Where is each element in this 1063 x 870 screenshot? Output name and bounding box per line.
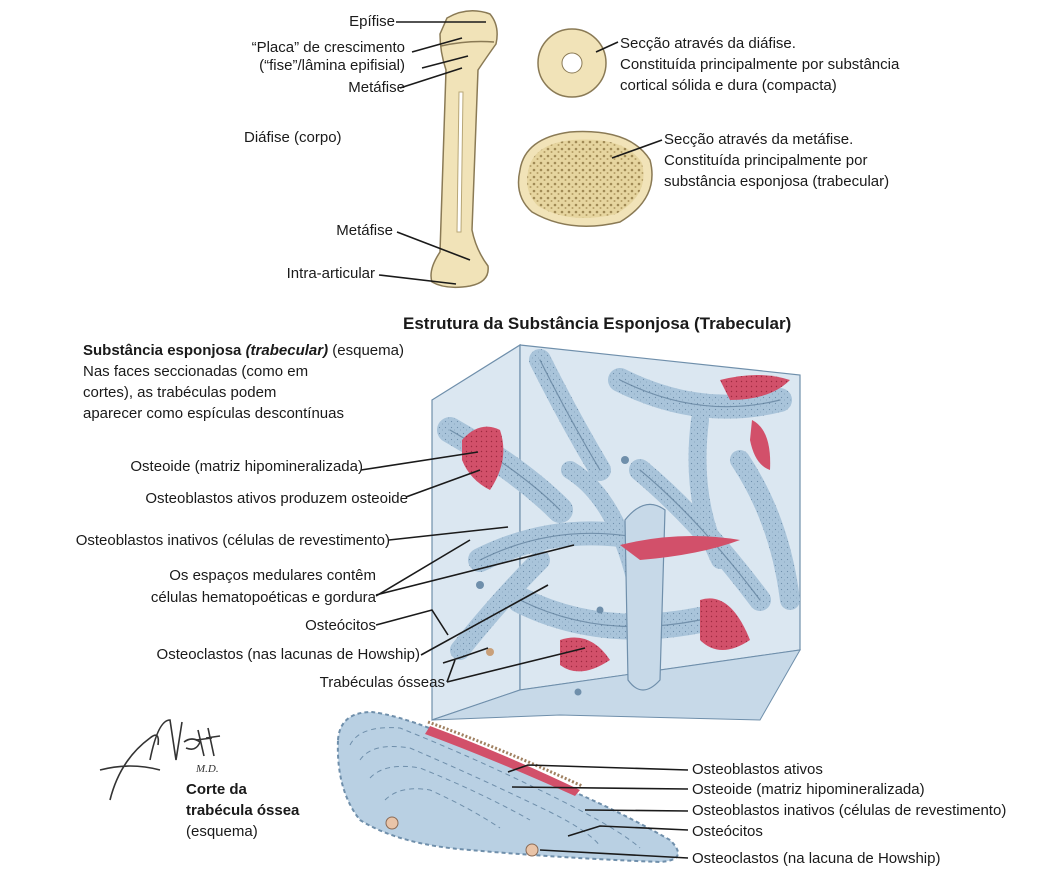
spongy-bone-block (432, 345, 800, 720)
label-sec-inactive-osteoblasts: Osteoblastos inativos (células de revest… (692, 801, 1006, 820)
label-marrow-2: células hematopoéticas e gordura (151, 588, 376, 607)
long-bone (431, 11, 497, 288)
label-diaphysis-section-3: cortical sólida e dura (compacta) (620, 76, 837, 95)
label-sec-osteoclasts: Osteoclastos (na lacuna de Howship) (692, 849, 940, 868)
label-metaphysis-section-2: Constituída principalmente por (664, 151, 867, 170)
label-growth-plate-line2: (“fise”/lâmina epifisial) (259, 56, 405, 75)
label-metaphysis-top: Metáfise (348, 78, 405, 97)
label-osteoclasts: Osteoclastos (nas lacunas de Howship) (157, 645, 420, 664)
scheme-desc-3: aparecer como espículas descontínuas (83, 404, 344, 423)
label-diaphysis-section-2: Constituída principalmente por substânci… (620, 55, 899, 74)
diaphysis-section (538, 29, 606, 97)
label-osteoid: Osteoide (matriz hipomineralizada) (130, 457, 363, 476)
label-growth-plate-line1: “Placa” de crescimento (252, 38, 405, 57)
label-osteocytes: Osteócitos (305, 616, 376, 635)
label-active-osteoblasts: Osteoblastos ativos produzem osteoide (145, 489, 408, 508)
spongy-structure-title: Estrutura da Substância Esponjosa (Trabe… (403, 314, 791, 334)
label-sec-active-osteoblasts: Osteoblastos ativos (692, 760, 823, 779)
label-epiphysis: Epífise (349, 12, 395, 31)
label-intra-articular: Intra-articular (287, 264, 375, 283)
label-metaphysis-section-3: substância esponjosa (trabecular) (664, 172, 889, 191)
scheme-title: Substância esponjosa (trabecular) (esque… (83, 341, 404, 360)
label-inactive-osteoblasts: Osteoblastos inativos (células de revest… (76, 531, 390, 550)
trabecula-title-2: trabécula óssea (186, 801, 299, 820)
label-sec-osteoid: Osteoide (matriz hipomineralizada) (692, 780, 925, 799)
label-metaphysis-bottom: Metáfise (336, 221, 393, 240)
label-metaphysis-section-1: Secção através da metáfise. (664, 130, 853, 149)
metaphysis-section (519, 132, 653, 227)
trabecula-title-1: Corte da (186, 780, 247, 799)
scheme-title-bold: Substância esponjosa (83, 342, 241, 359)
scheme-title-rest: (esquema) (332, 342, 404, 359)
bone-shaft (431, 11, 497, 288)
label-diaphysis: Diáfise (corpo) (244, 128, 342, 147)
label-sec-osteocytes: Osteócitos (692, 822, 763, 841)
trabecula-title-3: (esquema) (186, 822, 258, 841)
scheme-desc-2: cortes), as trabéculas podem (83, 383, 276, 402)
label-marrow-1: Os espaços medulares contêm (169, 566, 376, 585)
scheme-desc-1: Nas faces seccionadas (como em (83, 362, 308, 381)
label-trabeculae: Trabéculas ósseas (320, 673, 445, 692)
scheme-title-bolditalic: (trabecular) (246, 342, 329, 359)
trabecula-section (338, 712, 678, 862)
label-diaphysis-section-1: Secção através da diáfise. (620, 34, 796, 53)
svg-text:M.D.: M.D. (195, 763, 219, 775)
